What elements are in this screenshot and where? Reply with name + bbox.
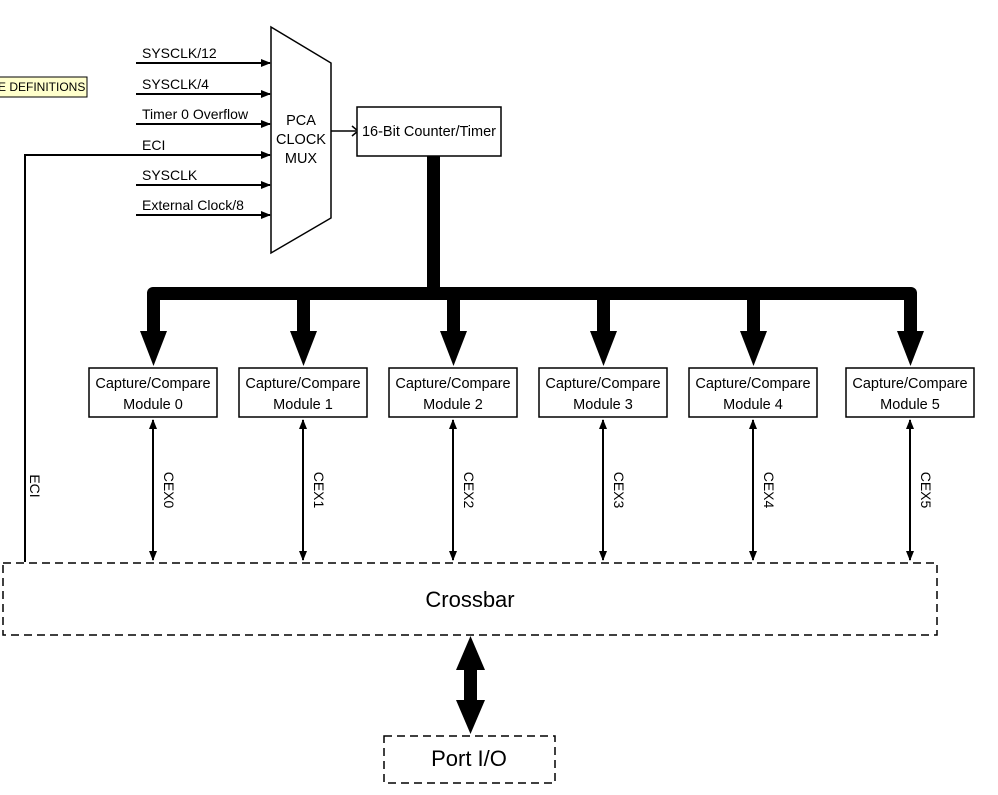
module-bus-arrows bbox=[140, 294, 924, 366]
module-4-line2: Module 4 bbox=[723, 397, 783, 413]
capture-compare-module-2: Capture/Compare Module 2 bbox=[388, 367, 518, 418]
module-0-box bbox=[88, 367, 218, 418]
counter-bus bbox=[147, 156, 917, 300]
module-2-line2: Module 2 bbox=[423, 397, 483, 413]
crossbar-box bbox=[2, 562, 938, 636]
bus-arrow-module-3 bbox=[590, 294, 617, 366]
module-3-box bbox=[538, 367, 668, 418]
cex2-label: CEX2 bbox=[461, 472, 477, 509]
capture-compare-module-3: Capture/Compare Module 3 bbox=[538, 367, 668, 418]
crossbar-port-io-arrow bbox=[456, 636, 485, 734]
cex5-label: CEX5 bbox=[918, 472, 934, 509]
bus-arrow-module-1 bbox=[290, 294, 317, 366]
clock-inputs: SYSCLK/12 SYSCLK/4 Timer 0 Overflow ECI … bbox=[24, 45, 271, 562]
module-1-box bbox=[238, 367, 368, 418]
mux-label-line2: CLOCK bbox=[276, 132, 326, 148]
module-5-line2: Module 5 bbox=[880, 397, 940, 413]
port-io: Port I/O bbox=[383, 735, 556, 784]
module-4-box bbox=[688, 367, 818, 418]
cex3-label: CEX3 bbox=[611, 472, 627, 509]
counter-timer-label: 16-Bit Counter/Timer bbox=[362, 124, 496, 140]
module-5-box bbox=[845, 367, 975, 418]
input-label-eci: ECI bbox=[142, 137, 165, 153]
input-label-sysclk: SYSCLK bbox=[142, 167, 198, 183]
counter-timer-box bbox=[356, 106, 502, 157]
counter-timer: 16-Bit Counter/Timer bbox=[356, 106, 502, 157]
module-0-line2: Module 0 bbox=[123, 397, 183, 413]
counter-bus-rail bbox=[147, 287, 917, 300]
module-4-line1: Capture/Compare bbox=[695, 376, 810, 392]
input-label-sysclk-4: SYSCLK/4 bbox=[142, 76, 209, 92]
cex0-label: CEX0 bbox=[161, 472, 177, 509]
module-3-line1: Capture/Compare bbox=[545, 376, 660, 392]
module-0-line1: Capture/Compare bbox=[95, 376, 210, 392]
definitions-tag-label: E DEFINITIONS bbox=[0, 80, 85, 94]
capture-compare-module-5: Capture/Compare Module 5 bbox=[845, 367, 975, 418]
eci-feedback-label: ECI bbox=[27, 474, 43, 497]
cex-signals: CEX0 CEX1 CEX2 CEX3 CEX4 CEX5 bbox=[149, 419, 934, 561]
bus-arrow-module-4 bbox=[740, 294, 767, 366]
mux-shape bbox=[270, 25, 332, 255]
input-arrow-eci bbox=[24, 151, 271, 562]
port-io-label: Port I/O bbox=[431, 746, 507, 771]
definitions-tag[interactable]: E DEFINITIONS bbox=[0, 76, 88, 98]
module-1-line1: Capture/Compare bbox=[245, 376, 360, 392]
module-2-line1: Capture/Compare bbox=[395, 376, 510, 392]
capture-compare-module-0: Capture/Compare Module 0 bbox=[88, 367, 218, 418]
capture-compare-module-1: Capture/Compare Module 1 bbox=[238, 367, 368, 418]
crossbar: Crossbar bbox=[2, 562, 938, 636]
pca-clock-mux: PCA CLOCK MUX bbox=[270, 25, 332, 255]
definitions-tag-box bbox=[0, 76, 88, 98]
bus-arrow-module-0 bbox=[140, 294, 167, 366]
mux-label-line3: MUX bbox=[285, 151, 318, 167]
cex4-label: CEX4 bbox=[761, 472, 777, 509]
bus-arrow-module-2 bbox=[440, 294, 467, 366]
input-label-sysclk-12: SYSCLK/12 bbox=[142, 45, 217, 61]
module-5-line1: Capture/Compare bbox=[852, 376, 967, 392]
input-label-external-clock-8: External Clock/8 bbox=[142, 197, 244, 213]
module-2-box bbox=[388, 367, 518, 418]
crossbar-label: Crossbar bbox=[425, 587, 514, 612]
port-io-box bbox=[383, 735, 556, 784]
module-1-line2: Module 1 bbox=[273, 397, 333, 413]
capture-compare-module-4: Capture/Compare Module 4 bbox=[688, 367, 818, 418]
cex1-label: CEX1 bbox=[311, 472, 327, 509]
input-label-timer0-overflow: Timer 0 Overflow bbox=[142, 106, 249, 122]
bus-arrow-module-5 bbox=[897, 294, 924, 366]
mux-label-line1: PCA bbox=[286, 113, 316, 129]
module-3-line2: Module 3 bbox=[573, 397, 633, 413]
counter-bus-trunk bbox=[427, 156, 440, 291]
